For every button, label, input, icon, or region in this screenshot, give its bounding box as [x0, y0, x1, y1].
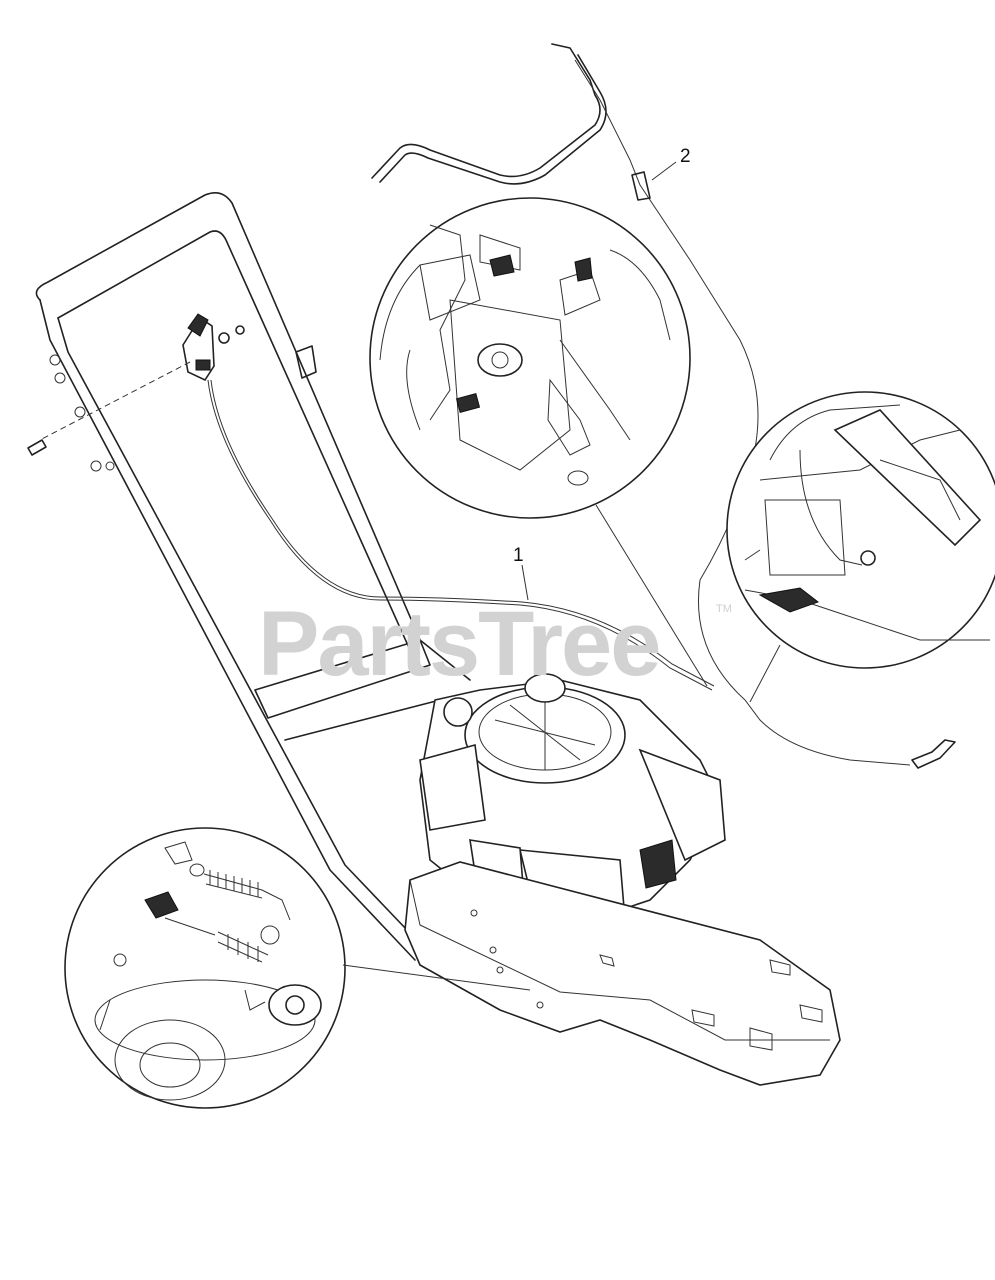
watermark-trademark: TM [716, 603, 732, 615]
mower-deck [404, 861, 841, 1086]
callout-2: 2 [680, 146, 691, 167]
leader-lines [342, 161, 781, 991]
mower-handle [35, 192, 471, 961]
watermark-logo: PartsTree [258, 593, 659, 695]
throttle-control [27, 313, 245, 456]
callout-1: 1 [513, 545, 524, 566]
control-bail [371, 43, 956, 769]
engine-cable-clip-detail [726, 391, 995, 669]
drive-spring-detail [64, 827, 346, 1109]
throttle-cable [207, 379, 715, 691]
carburetor-detail [369, 197, 691, 519]
